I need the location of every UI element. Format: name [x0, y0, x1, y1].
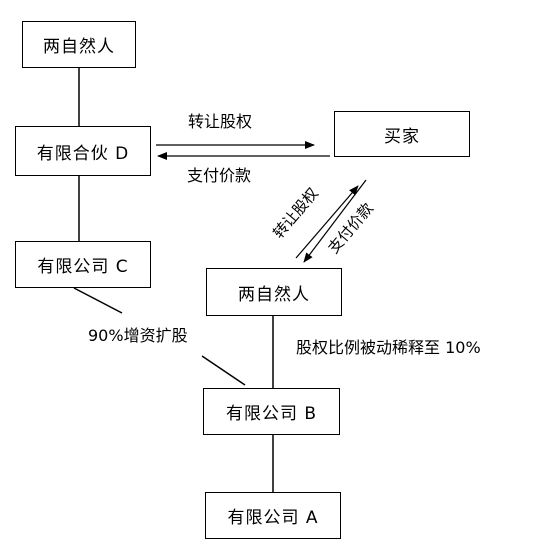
company-a-box: 有限公司 A: [205, 492, 341, 539]
transfer-equity-horizontal-label: 转让股权: [188, 112, 253, 131]
company-b-box: 有限公司 B: [203, 388, 340, 435]
partnership-d-box: 有限合伙 D: [15, 126, 151, 176]
mid-persons-box: 两自然人: [206, 268, 342, 316]
pay-price-horizontal-label: 支付价款: [187, 166, 252, 185]
line-c-to-b-lower: [201, 355, 246, 386]
arrow-pay-price-diagonal: [303, 179, 367, 263]
partnership-d-label: 有限合伙 D: [36, 143, 130, 164]
company-a-label: 有限公司 A: [227, 508, 319, 528]
capital-increase-label: 90%增资扩股: [88, 326, 188, 345]
top-persons-label: 两自然人: [43, 37, 115, 57]
dilution-label: 股权比例被动稀释至 10%: [296, 338, 481, 357]
top-persons-box: 两自然人: [22, 21, 136, 68]
company-c-label: 有限公司 C: [37, 257, 129, 277]
mid-persons-label: 两自然人: [238, 284, 310, 305]
arrow-transfer-equity-diagonal: [295, 185, 359, 259]
buyer-box: 买家: [334, 111, 470, 157]
line-c-to-b-upper: [73, 287, 123, 314]
company-b-label: 有限公司 B: [225, 404, 318, 424]
company-c-box: 有限公司 C: [15, 241, 151, 288]
buyer-label: 买家: [384, 126, 420, 147]
